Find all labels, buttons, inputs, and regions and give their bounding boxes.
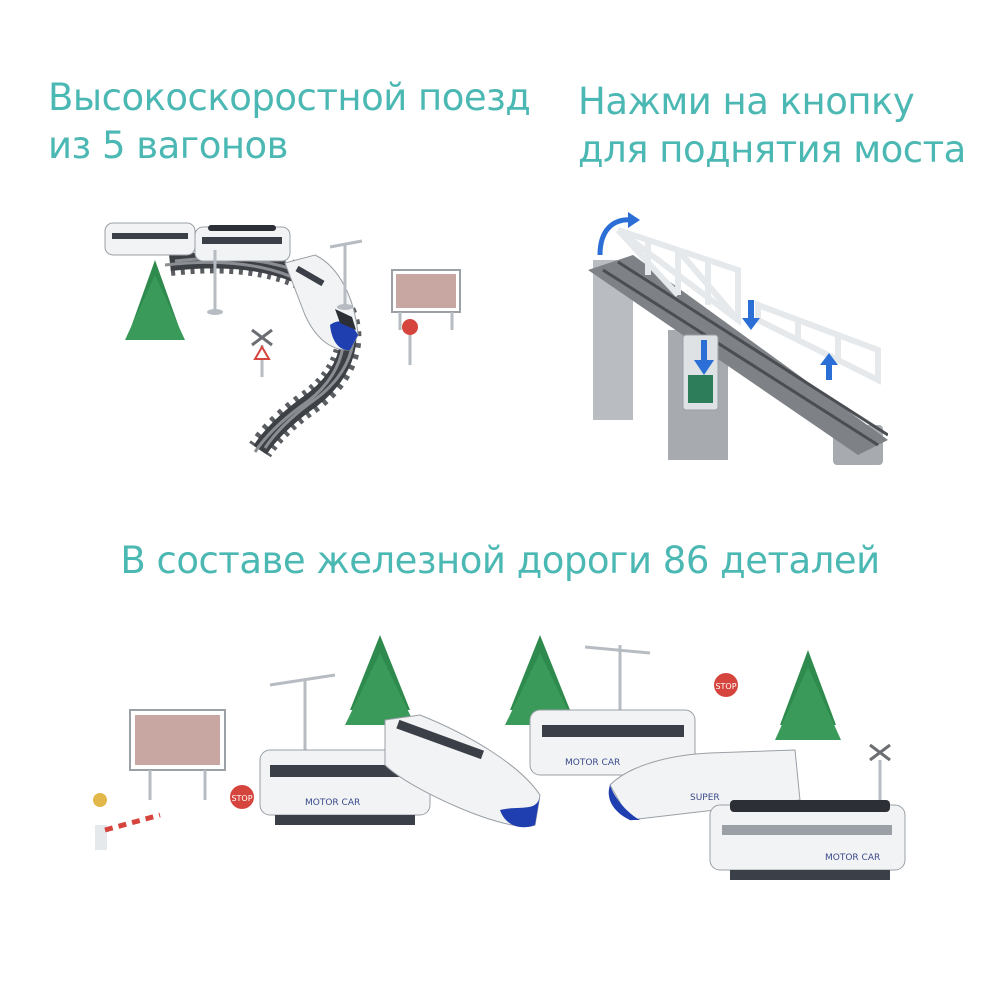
caption-bridge-button: Нажми на кнопку для поднятия моста <box>578 78 966 174</box>
railway-crossing-sign <box>251 328 273 377</box>
passenger-car: MOTOR CAR <box>529 709 696 776</box>
inclined-track <box>588 255 888 455</box>
tree <box>125 260 185 340</box>
bridge-truss <box>615 227 881 385</box>
locomotive <box>384 714 541 828</box>
stop-sign-text: STOP <box>231 794 252 803</box>
stop-sign <box>402 319 418 365</box>
street-lamp <box>269 645 651 750</box>
passenger-car: MOTOR CAR <box>709 800 906 880</box>
caption-line: для поднятия моста <box>578 128 966 171</box>
caption-parts-count: В составе железной дороги 86 деталей <box>120 539 880 582</box>
train-set <box>104 222 359 351</box>
billboard <box>129 709 226 800</box>
car-label: MOTOR CAR <box>825 853 880 863</box>
caption-line: Нажми на кнопку <box>578 80 915 123</box>
tree <box>345 635 841 740</box>
billboard <box>391 269 461 330</box>
car-label: SUPER <box>690 793 720 803</box>
lifting-bridge-photo <box>588 212 888 465</box>
caption-train-cars: Высокоскоростной поезд из 5 вагонов <box>48 74 531 170</box>
set-contents-photo: STOP STOP MOTOR CAR MOTOR CAR SUPER MO <box>93 635 906 880</box>
button-post <box>682 334 719 411</box>
caption-line: Высокоскоростной поезд <box>48 76 531 119</box>
car-label: MOTOR CAR <box>305 798 360 808</box>
street-lamp <box>207 239 363 315</box>
arrow-icon <box>597 212 838 380</box>
stop-sign: STOP STOP <box>230 673 738 809</box>
stop-sign-text: STOP <box>715 682 736 691</box>
train-on-track-photo <box>104 222 461 458</box>
barrier-gate <box>93 793 161 850</box>
car-label: MOTOR CAR <box>565 758 620 768</box>
caption-line: из 5 вагонов <box>48 124 288 167</box>
